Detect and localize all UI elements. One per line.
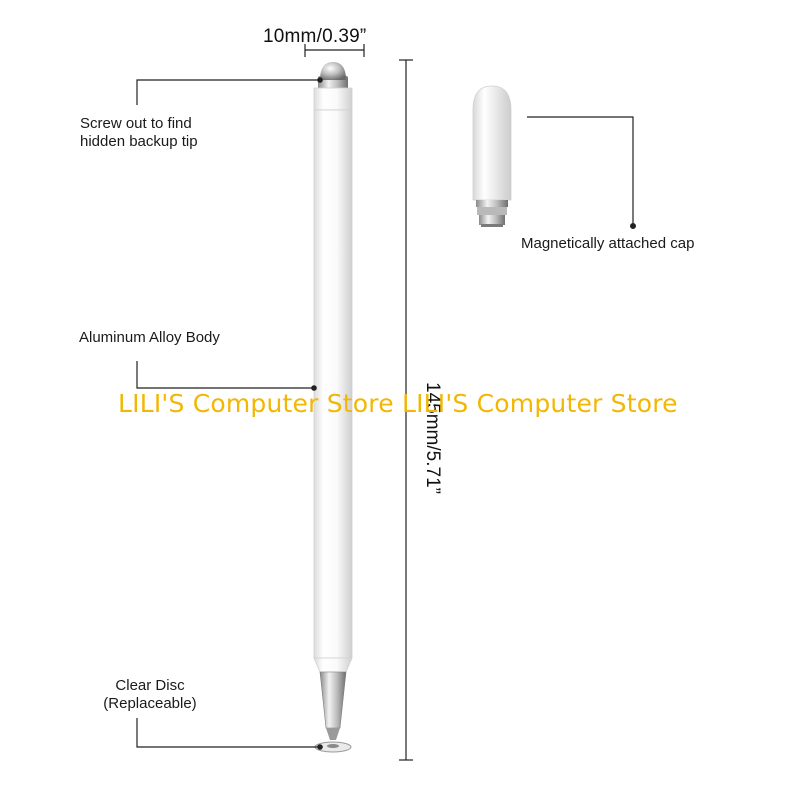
pen-body <box>313 87 353 659</box>
pen-top-knob <box>318 62 348 90</box>
callout-disc-line-2: (Replaceable) <box>103 695 197 712</box>
callout-body: Aluminum Alloy Body <box>79 329 220 346</box>
callout-screw-tip-line-2: hidden backup tip <box>80 133 198 150</box>
callout-line-cap <box>527 116 636 230</box>
width-dimension-label: 10mm/0.39” <box>263 26 367 47</box>
pen-tip <box>313 657 353 740</box>
callout-screw-tip-line-1: Screw out to find <box>80 115 192 132</box>
callout-disc: Clear Disc (Replaceable) <box>90 677 210 713</box>
callout-line-screw-tip <box>136 77 323 105</box>
callout-line-body <box>136 361 317 391</box>
callout-cap: Magnetically attached cap <box>521 235 695 252</box>
length-dimension-line <box>399 59 413 761</box>
callout-disc-line-1: Clear Disc <box>115 677 185 694</box>
callout-screw-tip: Screw out to find hidden backup tip <box>80 115 198 151</box>
width-dimension-line <box>304 44 365 57</box>
pen-cap <box>472 85 512 227</box>
store-watermark: LILI'S Computer Store LILI'S Computer St… <box>118 389 678 418</box>
callout-line-disc <box>136 718 323 750</box>
